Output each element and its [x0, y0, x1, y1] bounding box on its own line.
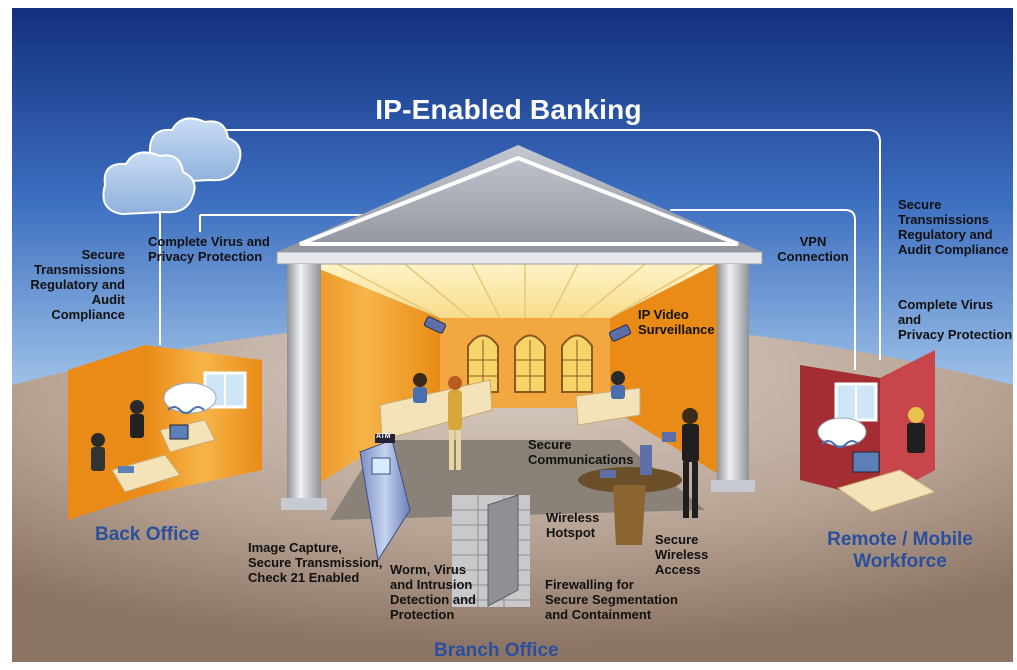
label-secure-communications: Secure Communications	[528, 437, 634, 467]
label-right-secure-transmissions: Secure Transmissions Regulatory and Audi…	[898, 197, 1009, 257]
back-office-room	[68, 345, 262, 520]
cloud-icon	[102, 117, 242, 216]
bank-building	[276, 145, 763, 562]
remote-office-room	[800, 350, 937, 513]
label-right-virus-protection: Complete Virus and Privacy Protection	[898, 297, 1013, 342]
section-back-office: Back Office	[95, 524, 200, 545]
label-worm-virus-detection: Worm, Virus and Intrusion Detection and …	[390, 562, 476, 622]
page-title: IP-Enabled Banking	[375, 94, 642, 125]
label-ip-video-surveillance: IP Video Surveillance	[638, 307, 715, 337]
label-image-capture: Image Capture, Secure Transmission, Chec…	[248, 540, 383, 585]
firewall-wall	[452, 494, 530, 607]
section-remote-workforce: Remote / Mobile Workforce	[827, 529, 973, 572]
section-branch-office: Branch Office	[434, 640, 559, 661]
label-vpn-connection: VPN Connection	[777, 234, 849, 264]
label-left-secure-transmissions: Secure Transmissions Regulatory and Audi…	[30, 247, 125, 322]
network-lines	[159, 129, 881, 370]
label-wireless-hotspot: Wireless Hotspot	[546, 510, 600, 540]
label-secure-wireless-access: Secure Wireless Access	[655, 532, 709, 577]
label-firewalling: Firewalling for Secure Segmentation and …	[545, 577, 678, 622]
atm-sign: ATM	[376, 433, 391, 440]
label-left-virus-protection: Complete Virus and Privacy Protection	[148, 234, 270, 264]
